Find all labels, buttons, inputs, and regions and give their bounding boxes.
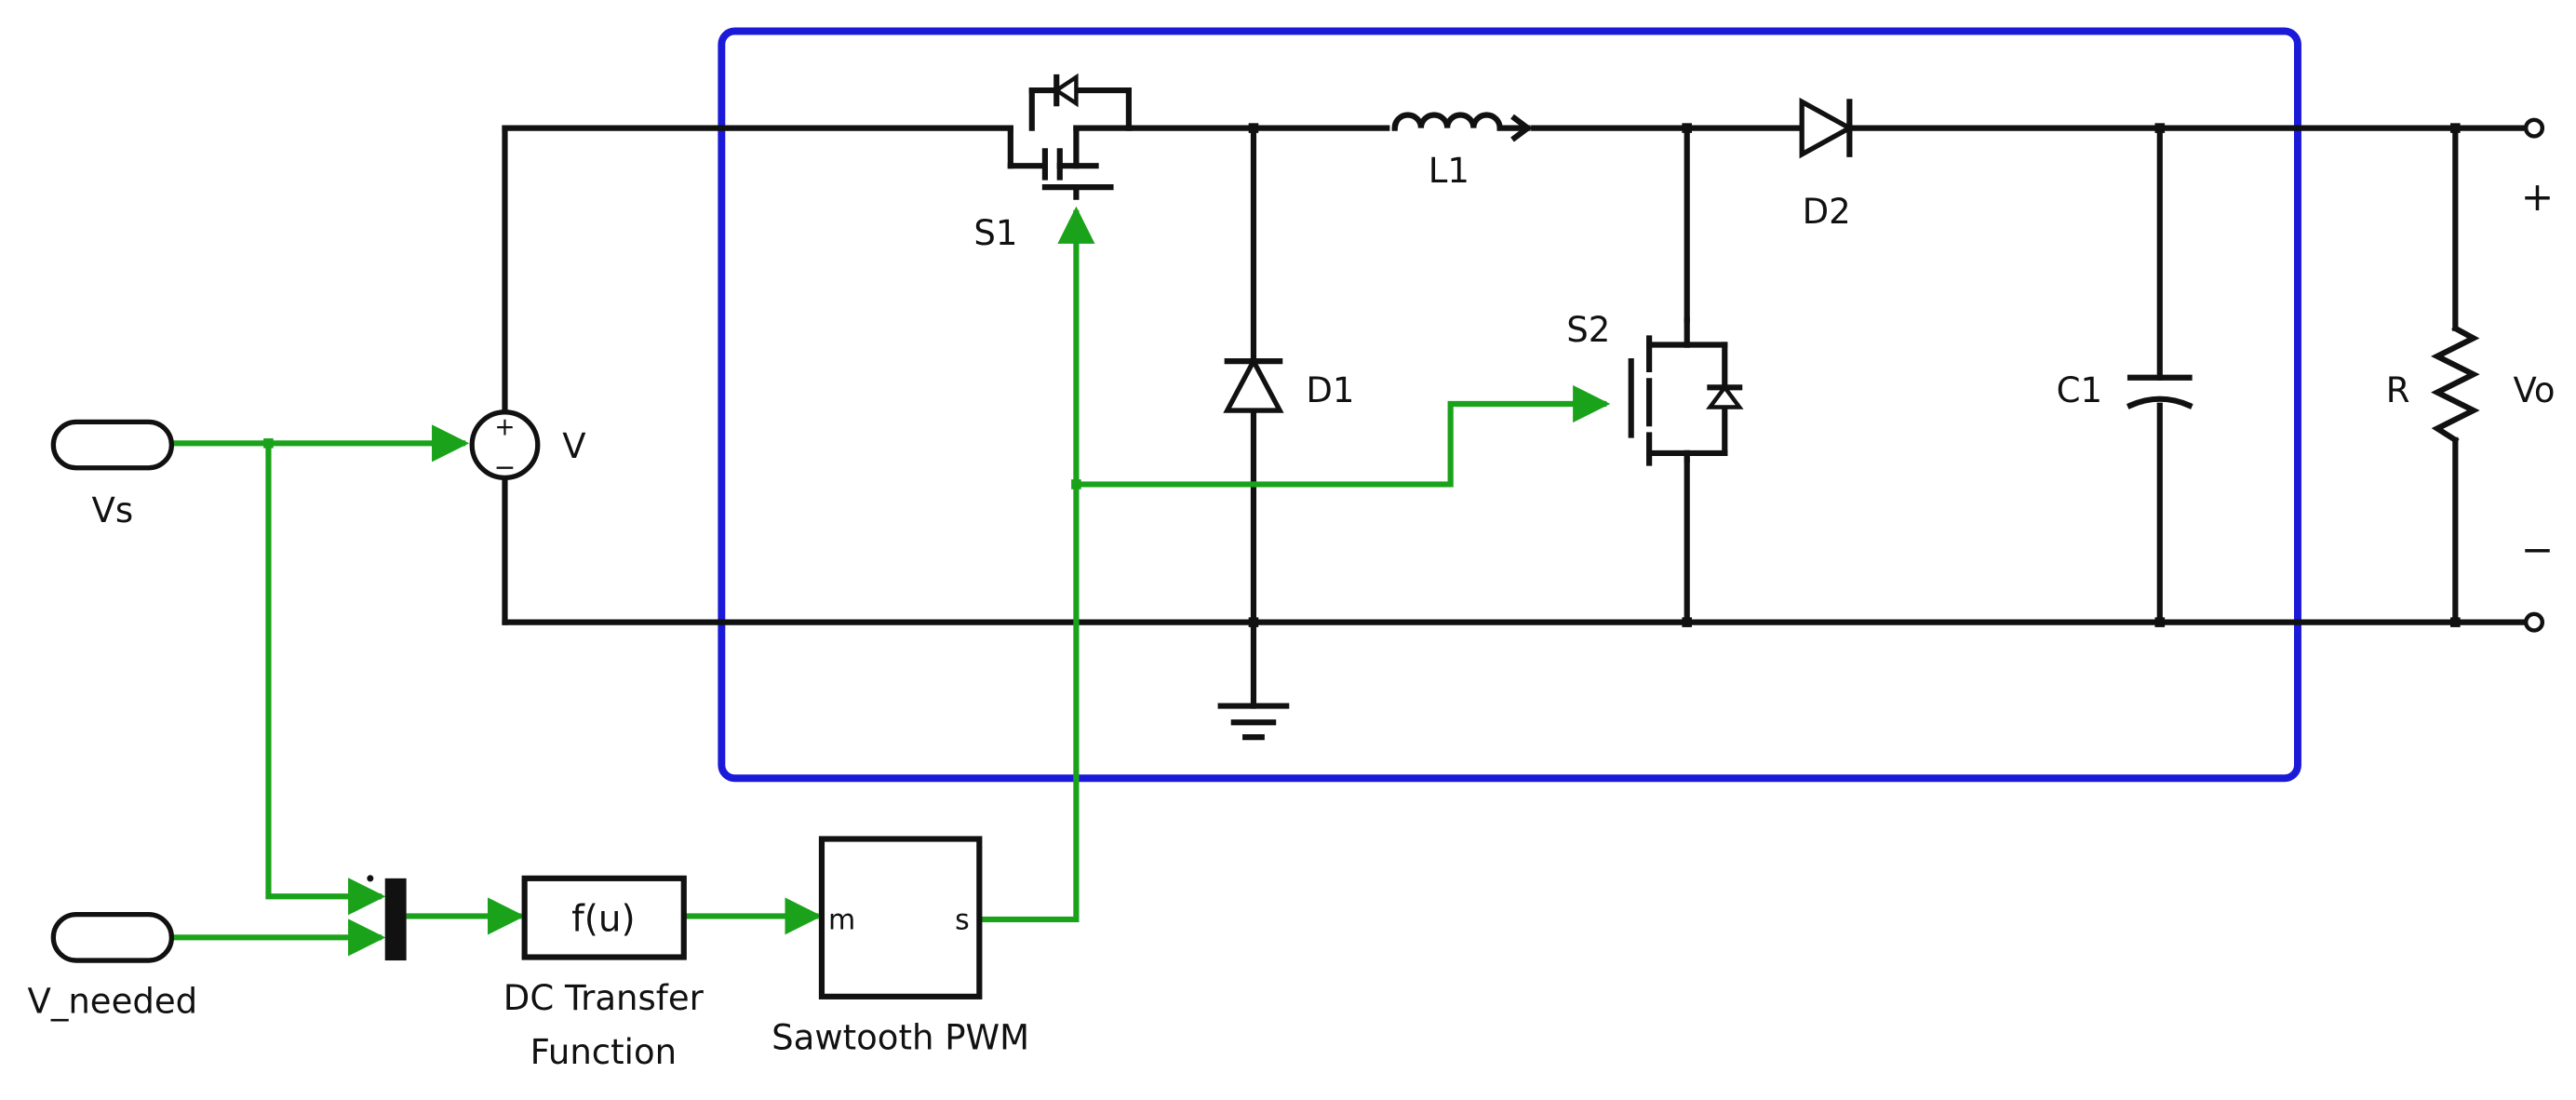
power-wires [502,125,2529,709]
fcn-caption-line2: Function [530,1032,678,1072]
c1-label: C1 [2057,370,2102,410]
pwm-caption: Sawtooth PWM [771,1017,1029,1057]
mux-indicator-dot [367,875,374,882]
source-plus-sign: + [494,413,515,442]
source-label: V [562,426,586,466]
pwm-port-in-label: m [828,905,855,937]
resistor-r[interactable] [2431,324,2480,445]
output-terminal-positive[interactable] [2523,117,2545,139]
capacitor-c1[interactable] [2126,374,2194,409]
l1-label: L1 [1429,151,1469,191]
switch-s1[interactable] [1007,73,1132,200]
v-needed-label: V_needed [28,981,198,1021]
fcn-text: f(u) [571,898,636,940]
output-terminal-negative[interactable] [2523,611,2545,633]
mux-block[interactable] [384,878,407,961]
fcn-caption-line1: DC Transfer [503,978,704,1018]
pwm-block[interactable] [818,836,983,999]
fcn-block[interactable] [521,875,687,960]
voltage-source[interactable] [469,409,541,481]
vs-label: Vs [92,490,134,530]
inductor-l1[interactable] [1389,108,1533,142]
d2-label: D2 [1803,192,1851,232]
s2-label: S2 [1566,310,1610,350]
input-port-vs[interactable] [50,419,175,471]
switch-s2[interactable] [1628,316,1744,466]
output-minus-sign: − [2521,527,2554,572]
d1-label: D1 [1306,370,1354,410]
r-label: R [2386,370,2410,410]
junction-dots [1248,123,2461,627]
output-plus-sign: + [2521,174,2554,220]
pwm-port-out-label: s [955,905,970,937]
source-minus-sign: − [494,452,517,483]
subsystem-border[interactable] [718,27,2301,783]
input-port-v-needed[interactable] [50,912,175,963]
s1-label: S1 [973,213,1017,253]
ground-symbol [1217,703,1290,741]
output-label: Vo [2513,370,2555,410]
signal-wires [171,206,1611,957]
diode-d2[interactable] [1799,97,1855,159]
diode-d1[interactable] [1223,355,1284,413]
signal-branch-dots [263,438,1081,490]
